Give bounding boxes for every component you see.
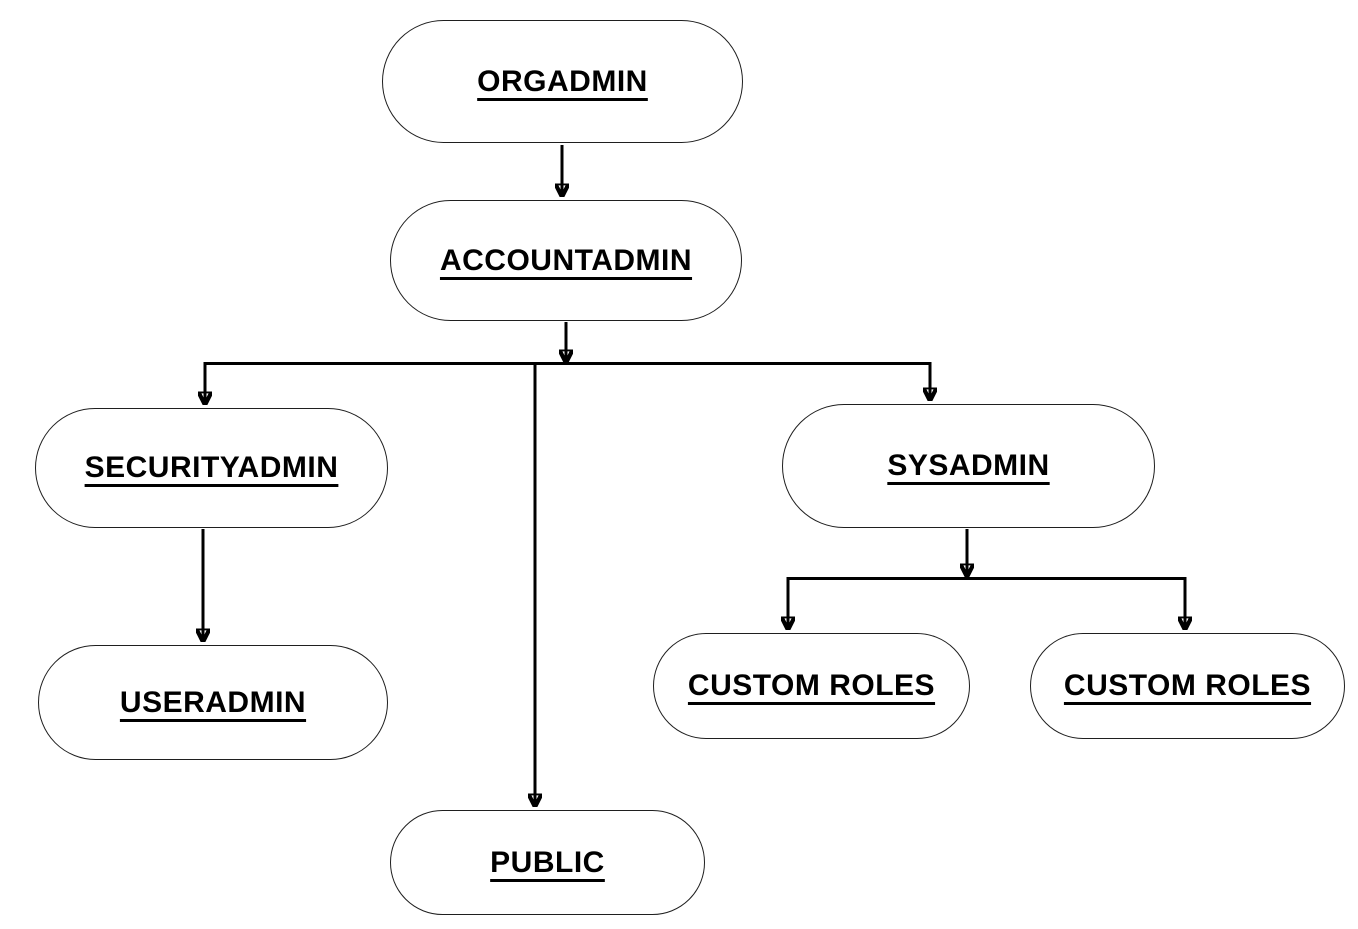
node-accountadmin: ACCOUNTADMIN <box>390 200 742 321</box>
node-custom-roles-left: CUSTOM ROLES <box>653 633 970 739</box>
node-public-label: PUBLIC <box>490 845 605 879</box>
node-orgadmin: ORGADMIN <box>382 20 743 143</box>
node-orgadmin-label: ORGADMIN <box>477 64 648 98</box>
node-sysadmin: SYSADMIN <box>782 404 1155 528</box>
node-public: PUBLIC <box>390 810 705 915</box>
node-custom-roles-right-label: CUSTOM ROLES <box>1063 669 1312 702</box>
node-custom-roles-left-label: CUSTOM ROLES <box>687 669 936 702</box>
node-securityadmin: SECURITYADMIN <box>35 408 388 528</box>
node-custom-roles-right: CUSTOM ROLES <box>1030 633 1345 739</box>
node-accountadmin-label: ACCOUNTADMIN <box>439 243 693 277</box>
node-useradmin-label: USERADMIN <box>119 685 307 719</box>
node-sysadmin-label: SYSADMIN <box>887 449 1050 482</box>
node-securityadmin-label: SECURITYADMIN <box>84 451 339 484</box>
node-useradmin: USERADMIN <box>38 645 388 760</box>
